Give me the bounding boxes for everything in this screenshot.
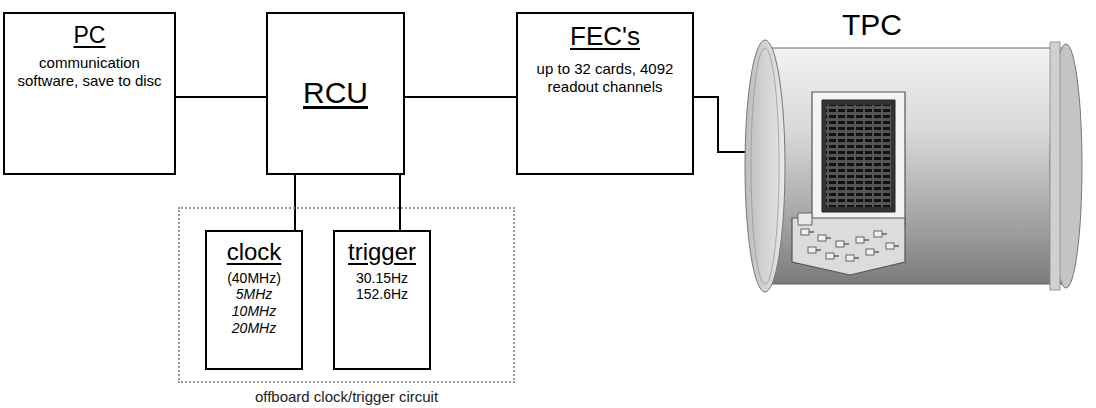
connector-line <box>405 96 516 98</box>
cable-connector <box>856 237 869 243</box>
connector-line <box>399 175 401 230</box>
cable-connector <box>801 229 814 235</box>
frequency-value: 10MHz <box>232 303 276 320</box>
box-description: up to 32 cards, 4092 readout channels <box>530 60 680 96</box>
clock-box: clock (40MHz)5MHz10MHz20MHz <box>205 230 303 370</box>
connector-bracket <box>792 213 905 275</box>
process-box: RCU <box>266 12 405 175</box>
frequency-value: (40MHz) <box>227 270 281 287</box>
connector-line <box>294 175 296 230</box>
cable-connector <box>874 231 887 237</box>
cable-connector <box>818 235 831 241</box>
frequency-value: 30.15Hz <box>356 270 408 287</box>
group-label: offboard clock/trigger circuit <box>255 388 438 405</box>
detector-node: TPC <box>812 8 1082 298</box>
process-box: PC communication software, save to disc <box>3 12 176 175</box>
readout-window <box>812 92 905 225</box>
box-title: RCU <box>303 76 368 111</box>
detector-label: TPC <box>842 8 902 42</box>
cable-connector <box>886 243 899 249</box>
cable-connector <box>866 249 879 255</box>
process-box: FEC's up to 32 cards, 4092 readout channe… <box>516 12 694 175</box>
cable-connector <box>826 253 839 259</box>
cable-connector <box>846 255 859 261</box>
frequency-value: 20MHz <box>232 320 276 337</box>
cable-connector <box>808 247 821 253</box>
box-title: clock <box>227 238 282 266</box>
cable-connector <box>836 241 849 247</box>
frequency-value: 5MHz <box>236 286 273 303</box>
box-title: FEC's <box>570 22 640 52</box>
frequency-value: 152.6Hz <box>356 286 408 303</box>
box-title: trigger <box>348 238 416 266</box>
box-title: PC <box>74 22 106 48</box>
circuit-group: offboard clock/trigger circuit clock (40MH… <box>178 207 515 405</box>
tpc-cylinder <box>745 40 1082 292</box>
trigger-box: trigger 30.15Hz152.6Hz <box>333 230 431 370</box>
cable-connectors <box>801 229 899 261</box>
connector-line <box>176 96 266 98</box>
box-description: communication software, save to disc <box>17 54 162 90</box>
